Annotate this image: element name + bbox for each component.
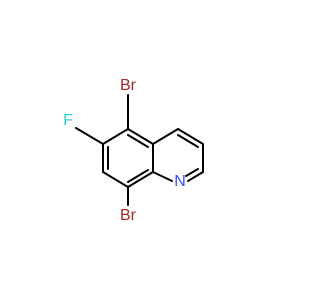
bond-c8a-c4	[152, 128, 179, 145]
bond-n1-c8a	[152, 171, 173, 182]
structure-diagram: Br F Br N	[63, 77, 204, 224]
atom-label-n1: N	[174, 173, 186, 190]
bond-c7-c8	[127, 171, 154, 188]
atom-label-f6: F	[63, 112, 73, 129]
bond-c6-f6	[75, 127, 104, 145]
bond-c2-n1	[187, 171, 204, 182]
bond-c2-n1-inner	[185, 168, 199, 177]
bond-c8a-c4a	[127, 128, 154, 145]
bond-c4-c3-inner	[177, 134, 199, 148]
bond-c4-c3	[177, 128, 204, 145]
atom-label-br8: Br	[120, 207, 137, 224]
bond-c4a-c5	[102, 128, 129, 145]
bonds	[75, 94, 204, 206]
bond-c7-c8-inner	[127, 169, 149, 183]
molecule-canvas: Br F Br N	[63, 77, 204, 224]
bond-c8a-c4a-inner	[127, 134, 149, 148]
atom-label-br5: Br	[120, 77, 137, 94]
bond-c6-c7	[102, 171, 129, 188]
